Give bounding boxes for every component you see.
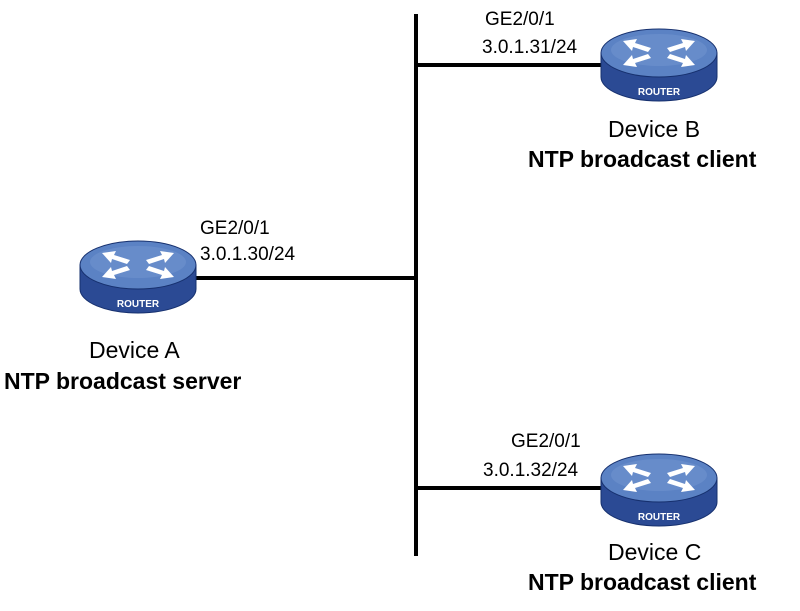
device-b-ip: 3.0.1.31/24 [482, 37, 578, 58]
router-icon-label: ROUTER [117, 299, 160, 310]
device-a-ip: 3.0.1.30/24 [200, 244, 296, 265]
router-icon: ROUTER [79, 240, 197, 314]
device-c-role: NTP broadcast client [528, 569, 757, 595]
router-icon-label: ROUTER [638, 512, 681, 523]
device-a-interface: GE2/0/1 [200, 218, 270, 239]
router-icon: ROUTER [600, 28, 718, 102]
device-b-role: NTP broadcast client [528, 146, 757, 172]
device-a-name: Device A [89, 337, 180, 363]
router-icon: ROUTER [600, 453, 718, 527]
device-a-role: NTP broadcast server [4, 368, 242, 394]
device-c-ip: 3.0.1.32/24 [483, 460, 579, 481]
device-c-interface: GE2/0/1 [511, 431, 581, 452]
device-b-name: Device B [608, 116, 701, 142]
router-icon-label: ROUTER [638, 87, 681, 98]
device-b-interface: GE2/0/1 [485, 9, 555, 30]
device-c-name: Device C [608, 539, 702, 565]
